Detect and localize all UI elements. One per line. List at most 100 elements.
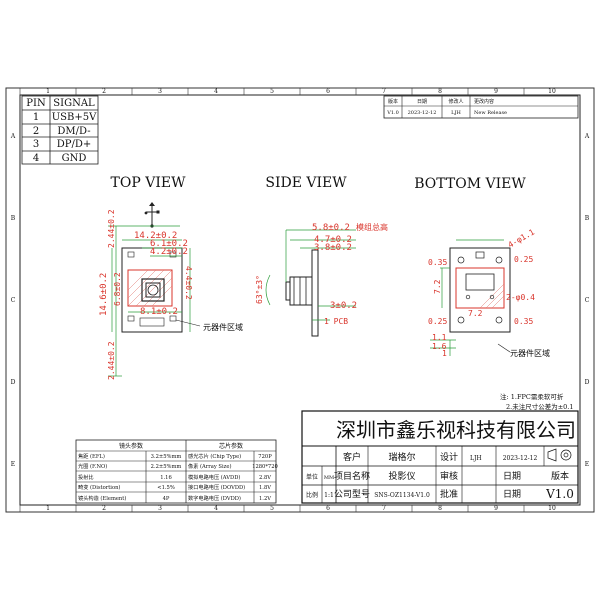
dim-text: 1.1 bbox=[432, 333, 447, 342]
pin-cell: 1 bbox=[33, 112, 39, 123]
pin-cell: 2 bbox=[33, 126, 39, 137]
lens-param-name: 镜头构造 (Element) bbox=[78, 494, 126, 502]
bottom-view-drawing: 4-φ1.1 0.35 0.25 2-φ0.4 7.2 7.2 0.25 0.3… bbox=[428, 227, 550, 358]
zone-number: 6 bbox=[326, 88, 330, 95]
lens-param-value: <1.5% bbox=[157, 485, 175, 491]
dim-text: 1 bbox=[442, 349, 447, 358]
review-date-label: 日期 bbox=[503, 471, 521, 482]
top-view-drawing: 14.2±0.2 6.1±0.2 4.2±0.2 4.4±0.2 2.44±0.… bbox=[99, 202, 243, 380]
zone-number: 2 bbox=[102, 88, 106, 95]
zone-number: 1 bbox=[46, 88, 50, 95]
dim-text: 1 PCB bbox=[324, 317, 348, 326]
lens-param-value: 3.2±5%mm bbox=[151, 454, 182, 460]
dim-text: 4-φ1.1 bbox=[507, 227, 537, 249]
dim-text: 2-φ0.4 bbox=[506, 293, 535, 302]
design-date: 2023-12-12 bbox=[503, 455, 538, 462]
zone-number: 10 bbox=[548, 505, 556, 512]
dim-text: 0.35 bbox=[514, 317, 533, 326]
pin-cell: 3 bbox=[33, 139, 39, 150]
bottom-view-title: BOTTOM VIEW bbox=[414, 176, 526, 192]
zone-number: 2 bbox=[102, 505, 106, 512]
lens-param-value: 4P bbox=[163, 496, 170, 502]
dim-text: 7.2 bbox=[468, 309, 483, 318]
scale-label: 比例 bbox=[306, 491, 318, 499]
rev-cell: New Release bbox=[474, 110, 507, 116]
pin-cell: 4 bbox=[33, 153, 39, 164]
rev-header: 版本 bbox=[388, 98, 398, 105]
rev-header: 更改内容 bbox=[474, 98, 494, 105]
scale-value: 1:1 bbox=[324, 492, 334, 499]
dim-text: 3±0.2 bbox=[330, 301, 357, 311]
projection-symbol-icon bbox=[547, 448, 572, 462]
customer-label: 客户 bbox=[343, 451, 361, 463]
dim-text: 1.6 bbox=[432, 342, 447, 351]
revision-table: 版本 日期 修改人 更改内容 V1.0 2023-12-12 LJH New R… bbox=[383, 95, 579, 119]
signal-header: SIGNAL bbox=[53, 98, 95, 109]
lens-param-value: 2.2±5%mm bbox=[151, 464, 182, 470]
chip-param-name: 像素 (Array Size) bbox=[188, 462, 231, 470]
usb-icon bbox=[144, 202, 160, 228]
unit-label: 单位 bbox=[306, 473, 318, 481]
title-block: 深圳市鑫乐视科技有限公司 客户 瑞格尔 设计 LJH 2023-12-12 单位… bbox=[301, 410, 579, 504]
lens-param-name: 光圈 (F.NO) bbox=[78, 462, 107, 470]
param-table: 镜头参数 芯片参数 焦距 (EFL) 3.2±5%mm 光圈 (F.NO) 2.… bbox=[75, 439, 278, 504]
zone-number: 4 bbox=[214, 88, 218, 95]
project-label: 项目名称 bbox=[334, 470, 370, 482]
side-view-drawing: 5.8±0.2 模组总高 4.7±0.2 3.8±0.2 3±0.2 1 PCB… bbox=[255, 222, 388, 337]
design-label: 设计 bbox=[440, 451, 458, 463]
version-value: V1.0 bbox=[545, 487, 574, 501]
chip-param-value: 1.8V bbox=[259, 485, 271, 491]
pin-table: PIN SIGNAL 1 USB+5V 2 DM/D- 3 DP/D+ 4 GN… bbox=[21, 95, 99, 165]
zone-letter: E bbox=[11, 461, 15, 468]
dim-text: 2.44±0.2 bbox=[107, 341, 116, 380]
zone-number: 8 bbox=[438, 505, 442, 512]
review-label: 审核 bbox=[440, 470, 458, 482]
lens-params-title: 镜头参数 bbox=[119, 442, 143, 450]
zone-letter: A bbox=[584, 133, 590, 140]
signal-cell: DP/D+ bbox=[57, 139, 92, 150]
dim-text: 0.25 bbox=[514, 255, 533, 264]
side-view-title: SIDE VIEW bbox=[265, 175, 347, 191]
chip-param-value: 720P bbox=[258, 454, 272, 460]
note-line: 注: 1.FPC需柔软可折 bbox=[500, 392, 564, 401]
dim-text: 4.7±0.2 bbox=[314, 235, 352, 245]
chip-param-value: 1280*720 bbox=[252, 464, 278, 470]
zone-number: 5 bbox=[270, 88, 274, 95]
dim-text: 3.8±0.2 bbox=[314, 243, 352, 253]
lens-param-name: 投射比 bbox=[78, 473, 94, 481]
zone-number: 7 bbox=[382, 505, 386, 512]
zone-letter: A bbox=[10, 133, 16, 140]
zone-letter: D bbox=[585, 379, 590, 386]
zone-letter: E bbox=[585, 461, 589, 468]
zone-number: 3 bbox=[158, 505, 162, 512]
chip-param-name: 感光芯片 (Chip Type) bbox=[188, 452, 241, 460]
dim-text: 14.6±0.2 bbox=[99, 273, 109, 316]
zone-letter: D bbox=[11, 379, 16, 386]
note-line: 2.未注尺寸公差为±0.1 bbox=[506, 402, 574, 411]
rev-header: 日期 bbox=[417, 99, 427, 105]
lens-param-name: 畸变 (Distortion) bbox=[78, 483, 120, 491]
signal-cell: DM/D- bbox=[57, 126, 90, 137]
component-area-label: 元器件区域 bbox=[203, 322, 243, 332]
zone-number: 7 bbox=[382, 88, 386, 95]
project-value: 投影仪 bbox=[388, 470, 415, 482]
dim-text: 6.1±0.2 bbox=[150, 239, 188, 249]
zone-number: 10 bbox=[548, 88, 556, 95]
designer-value: LJH bbox=[470, 455, 482, 462]
dim-note: 模组总高 bbox=[356, 222, 388, 232]
unit-value: MM bbox=[324, 475, 334, 481]
chip-param-name: 数字电路电压 (DVDD) bbox=[188, 494, 241, 502]
chip-param-value: 1.2V bbox=[259, 496, 271, 502]
company-name: 深圳市鑫乐视科技有限公司 bbox=[336, 418, 576, 442]
rev-cell: LJH bbox=[451, 110, 461, 116]
dim-text: 0.35 bbox=[428, 258, 447, 267]
customer-value: 瑞格尔 bbox=[388, 451, 415, 463]
rev-cell: 2023-12-12 bbox=[408, 110, 437, 116]
chip-param-value: 2.8V bbox=[259, 475, 271, 481]
top-view-title: TOP VIEW bbox=[111, 175, 187, 191]
zone-number: 6 bbox=[326, 505, 330, 512]
dim-text: 5.8±0.2 bbox=[312, 223, 350, 233]
dim-text: 7.2 bbox=[433, 279, 442, 294]
signal-cell: USB+5V bbox=[52, 112, 97, 123]
